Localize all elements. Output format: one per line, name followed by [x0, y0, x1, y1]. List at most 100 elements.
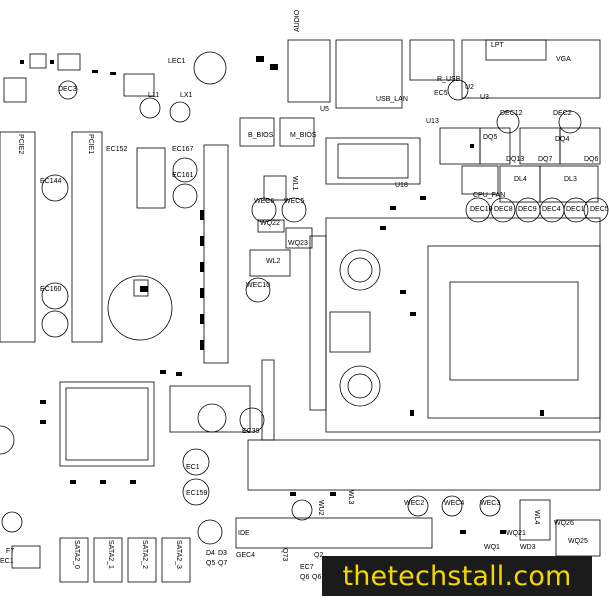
label-vga: VGA [556, 56, 571, 63]
label-ec159: EC159 [186, 490, 208, 497]
label-wq26: WQ26 [554, 520, 574, 527]
component-block [29, 53, 47, 69]
vga-lpt-connector [461, 39, 601, 99]
capacitor [465, 197, 491, 223]
label-dec10: DEC10 [470, 206, 493, 213]
capacitor [0, 425, 15, 455]
label-ec5: EC5 [434, 90, 448, 97]
dq6-block [559, 127, 601, 165]
label-wl2: WL2 [266, 258, 281, 265]
sata2-0-connector [59, 537, 89, 583]
component-block [329, 311, 371, 353]
label-dec8: DEC8 [494, 206, 513, 213]
component-block [57, 53, 81, 71]
label-q5: Q5 [206, 560, 216, 567]
capacitor [1, 511, 23, 533]
label-wq1: WQ1 [484, 544, 500, 551]
label-ec160: EC160 [40, 286, 62, 293]
label-dec9: DEC9 [518, 206, 537, 213]
mount-hole-inner [347, 373, 373, 399]
mount-hole-inner [347, 257, 373, 283]
label-ide: IDE [238, 530, 250, 537]
label-ec167: EC167 [172, 146, 194, 153]
dq6-block [479, 127, 511, 165]
capacitor [182, 478, 210, 506]
label-sata2-2: SATA2_2 [141, 540, 148, 569]
label-dl3: DL3 [564, 176, 577, 183]
capacitor [441, 495, 463, 517]
pcie-slot-bottom [247, 439, 601, 491]
watermark-banner: thetechstall.com [322, 556, 592, 596]
label-wq22: WQ22 [260, 220, 280, 227]
sata2-1-connector [93, 537, 123, 583]
pcie2-slot [0, 131, 36, 343]
smd-parts [20, 56, 544, 534]
label-dq7: DQ7 [538, 156, 553, 163]
label-u2: U2 [465, 84, 474, 91]
label-sata2-3: SATA2_3 [175, 540, 182, 569]
label-q73: Q73 [281, 548, 288, 562]
label-wq23: WQ23 [288, 240, 308, 247]
component-block [285, 227, 313, 249]
label-lec1: LEC1 [168, 58, 186, 65]
sata2-2-connector [127, 537, 157, 583]
capacitor [291, 499, 313, 521]
f7-fuse [11, 545, 41, 569]
label-ec1: EC1 [186, 464, 200, 471]
lpt-port [485, 39, 547, 61]
memory-slot [203, 144, 229, 364]
label-wq25: WQ25 [568, 538, 588, 545]
label-dq5: DQ5 [483, 134, 498, 141]
label-lx1: LX1 [180, 92, 193, 99]
cpu-die [449, 281, 579, 381]
label-ec144: EC144 [40, 178, 62, 185]
b-bios-chip [239, 117, 275, 147]
label-pcie2: PCIE2 [17, 134, 24, 155]
wl4-inductor [519, 499, 551, 541]
label-ec7: EC7 [300, 564, 314, 571]
usb-lan-connector [335, 39, 403, 109]
label-dec2: DEC2 [553, 110, 572, 117]
capacitor [41, 282, 69, 310]
component-block [337, 143, 409, 179]
mount-hole [339, 365, 381, 407]
label-wec4: WEC4 [444, 500, 465, 507]
sata2-3-connector [161, 537, 191, 583]
capacitor [496, 110, 520, 134]
label-q7: Q7 [218, 560, 228, 567]
label-wec2: WEC2 [404, 500, 425, 507]
component-block [123, 73, 155, 97]
label-usb-lan: USB_LAN [376, 96, 408, 103]
label-m-bios: M_BIOS [290, 132, 317, 139]
capacitor [245, 277, 271, 303]
label-q6-2: Q6 [312, 574, 322, 581]
capacitor [41, 174, 69, 202]
label-dq4: DQ4 [555, 136, 570, 143]
component-block [309, 235, 327, 411]
component-block [3, 77, 27, 103]
label-dl4: DL4 [514, 176, 527, 183]
m-bios-chip [279, 117, 315, 147]
label-ec39: EC39 [242, 428, 260, 435]
ide-connector [235, 517, 433, 549]
battery-socket [107, 275, 173, 341]
capacitor [169, 101, 191, 123]
label-u13: U13 [426, 118, 439, 125]
capacitor [172, 157, 198, 183]
label-dq6: DQ6 [584, 156, 599, 163]
label-wec10: WEC10 [246, 282, 271, 289]
pcie1-slot [71, 131, 103, 343]
capacitor [563, 197, 589, 223]
label-u5: U5 [320, 106, 329, 113]
capacitor [197, 519, 223, 545]
label-wec3: WEC3 [480, 500, 501, 507]
capacitor [281, 197, 307, 223]
capacitor [58, 80, 78, 100]
dl3-block [539, 165, 599, 203]
capacitor [197, 403, 227, 433]
wl2-inductor [249, 249, 291, 277]
label-wd3: WD3 [520, 544, 536, 551]
label-dec4: DEC4 [542, 206, 561, 213]
label-q2: Q2 [314, 552, 324, 559]
label-d4: D4 [206, 550, 215, 557]
